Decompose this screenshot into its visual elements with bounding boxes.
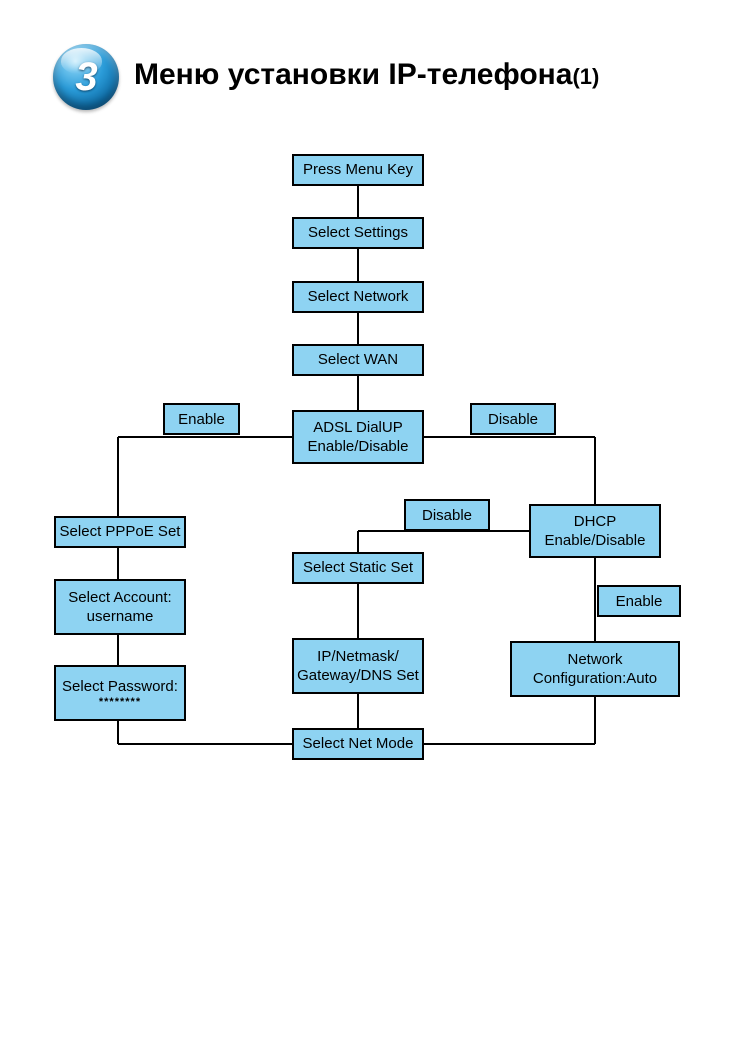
edge-label-disable-static: Disable xyxy=(404,499,490,531)
node-select-settings[interactable]: Select Settings xyxy=(292,217,424,249)
node-select-static-set[interactable]: Select Static Set xyxy=(292,552,424,584)
page-header: 3 Меню установки IP-телефона(1) xyxy=(0,0,737,130)
node-select-network[interactable]: Select Network xyxy=(292,281,424,313)
node-select-password-masked-value: ******** xyxy=(98,696,142,708)
edge-label-disable-right-text: Disable xyxy=(487,410,539,428)
node-select-network-label: Select Network xyxy=(307,288,409,305)
step-number-badge: 3 xyxy=(53,44,119,110)
node-network-configuration-line1: Network xyxy=(567,651,623,668)
node-ip-netmask-set-line1: IP/Netmask/ xyxy=(317,648,399,665)
node-ip-netmask-set[interactable]: IP/Netmask/ Gateway/DNS Set xyxy=(292,638,424,694)
node-dhcp-line1: DHCP xyxy=(573,513,617,530)
edge-label-disable-right: Disable xyxy=(470,403,556,435)
node-network-configuration-line2: Configuration:Auto xyxy=(532,670,658,687)
node-dhcp-line2: Enable/Disable xyxy=(544,532,646,549)
node-select-password-line1: Select Password: xyxy=(62,678,178,695)
edge-label-enable-left-text: Enable xyxy=(178,410,225,428)
node-select-account-line1: Select Account: xyxy=(68,589,172,606)
node-adsl-dialup-line1: ADSL DialUP xyxy=(313,419,403,436)
page-title-suffix: (1) xyxy=(572,64,600,89)
page-title: Меню установки IP-телефона(1) xyxy=(134,58,599,92)
edge-label-enable-dhcp: Enable xyxy=(597,585,681,617)
node-select-net-mode[interactable]: Select Net Mode xyxy=(292,728,424,760)
node-select-wan-label: Select WAN xyxy=(317,351,399,368)
node-select-password[interactable]: Select Password: ******** xyxy=(54,665,186,721)
node-select-wan[interactable]: Select WAN xyxy=(292,344,424,376)
node-adsl-dialup[interactable]: ADSL DialUP Enable/Disable xyxy=(292,410,424,464)
node-select-static-set-label: Select Static Set xyxy=(302,559,414,576)
node-press-menu-key-label: Press Menu Key xyxy=(302,161,414,178)
node-select-account[interactable]: Select Account: username xyxy=(54,579,186,635)
node-press-menu-key[interactable]: Press Menu Key xyxy=(292,154,424,186)
step-number-text: 3 xyxy=(75,54,97,99)
node-select-pppoe-set[interactable]: Select PPPoE Set xyxy=(54,516,186,548)
node-select-account-line2: username xyxy=(86,608,154,625)
node-dhcp[interactable]: DHCP Enable/Disable xyxy=(529,504,661,558)
node-select-settings-label: Select Settings xyxy=(307,224,409,241)
node-select-pppoe-set-label: Select PPPoE Set xyxy=(59,523,181,540)
edge-label-enable-dhcp-text: Enable xyxy=(615,592,663,610)
page-title-text: Меню установки IP-телефона xyxy=(134,58,573,91)
node-select-net-mode-label: Select Net Mode xyxy=(302,735,414,752)
edge-label-enable-left: Enable xyxy=(163,403,240,435)
edge-label-disable-static-text: Disable xyxy=(421,506,473,524)
node-adsl-dialup-line2: Enable/Disable xyxy=(307,438,409,455)
node-network-configuration[interactable]: Network Configuration:Auto xyxy=(510,641,680,697)
node-ip-netmask-set-line2: Gateway/DNS Set xyxy=(297,667,419,684)
